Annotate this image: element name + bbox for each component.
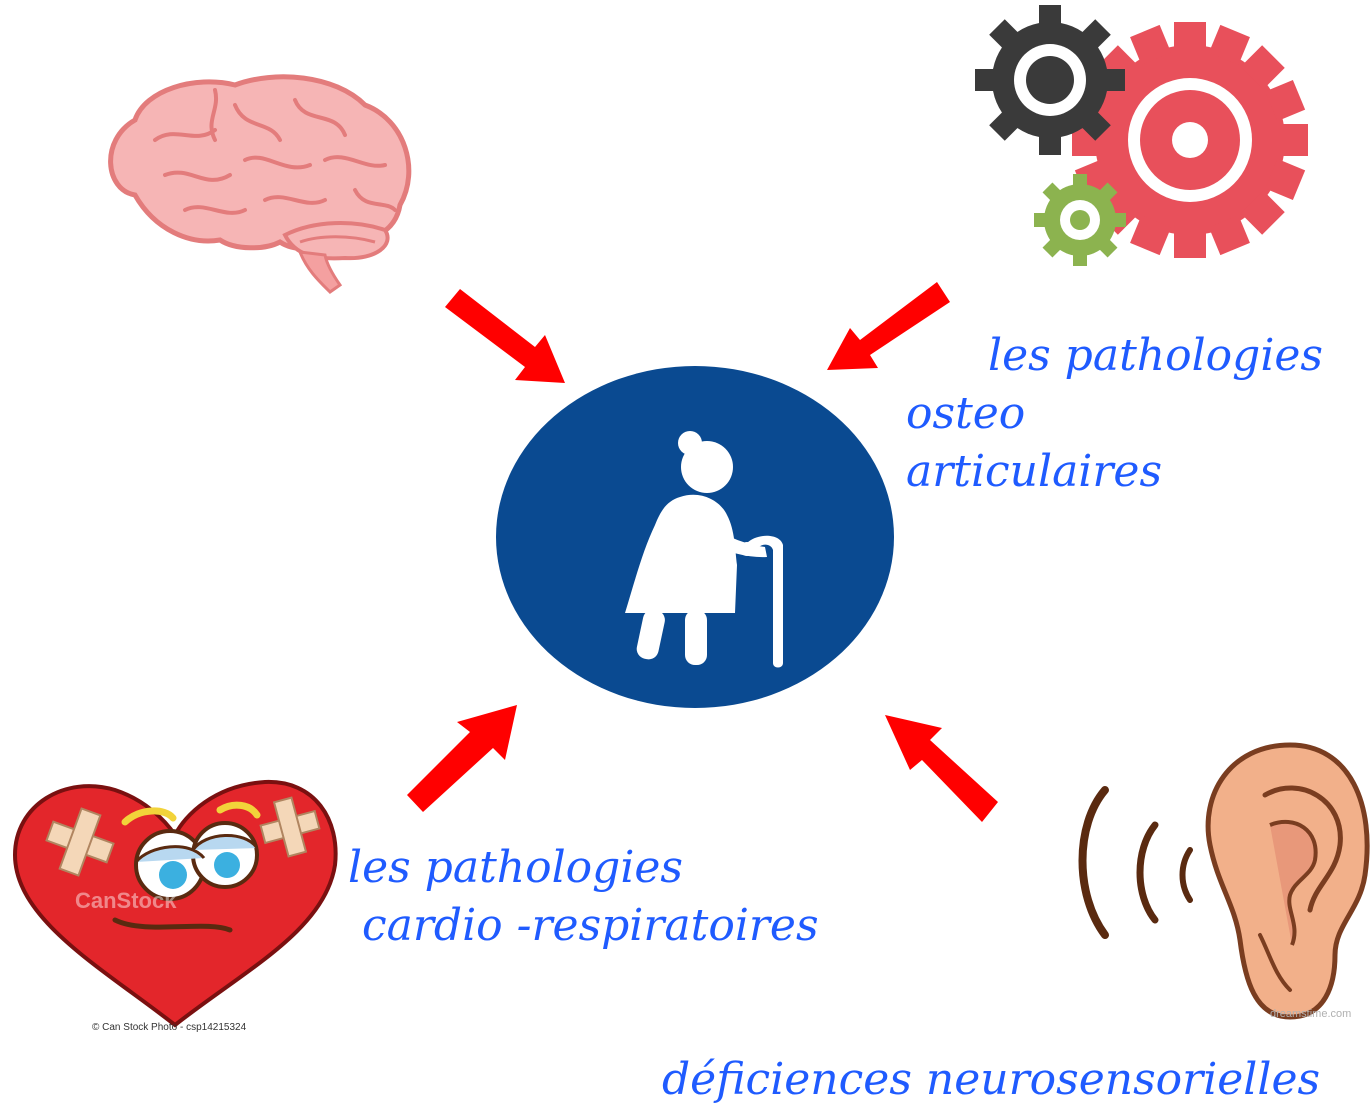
arrow-bottom-left <box>405 700 520 815</box>
gears-icon <box>975 5 1315 270</box>
label-osteo-line1: les pathologies <box>988 330 1324 381</box>
label-neuro: déficiences neurosensorielles <box>662 1054 1321 1105</box>
brain-icon <box>95 70 425 300</box>
label-cardio-line1: les pathologies <box>348 842 684 893</box>
ear-watermark: dreamstime.com <box>1270 1008 1352 1020</box>
arrow-top-left <box>440 285 570 385</box>
heart-icon <box>5 770 345 1030</box>
label-osteo-line2: osteo <box>906 388 1026 439</box>
photo-credit: © Can Stock Photo - csp14215324 <box>92 1022 247 1033</box>
label-osteo-line3: articulaires <box>906 446 1163 497</box>
label-cardio-line2: cardio -respiratoires <box>362 900 819 951</box>
arrow-bottom-right <box>880 710 1000 825</box>
ear-icon <box>1060 735 1370 1025</box>
heart-watermark: CanStock <box>75 888 177 913</box>
arrow-top-right <box>825 280 955 375</box>
elderly-person-icon <box>495 365 895 710</box>
